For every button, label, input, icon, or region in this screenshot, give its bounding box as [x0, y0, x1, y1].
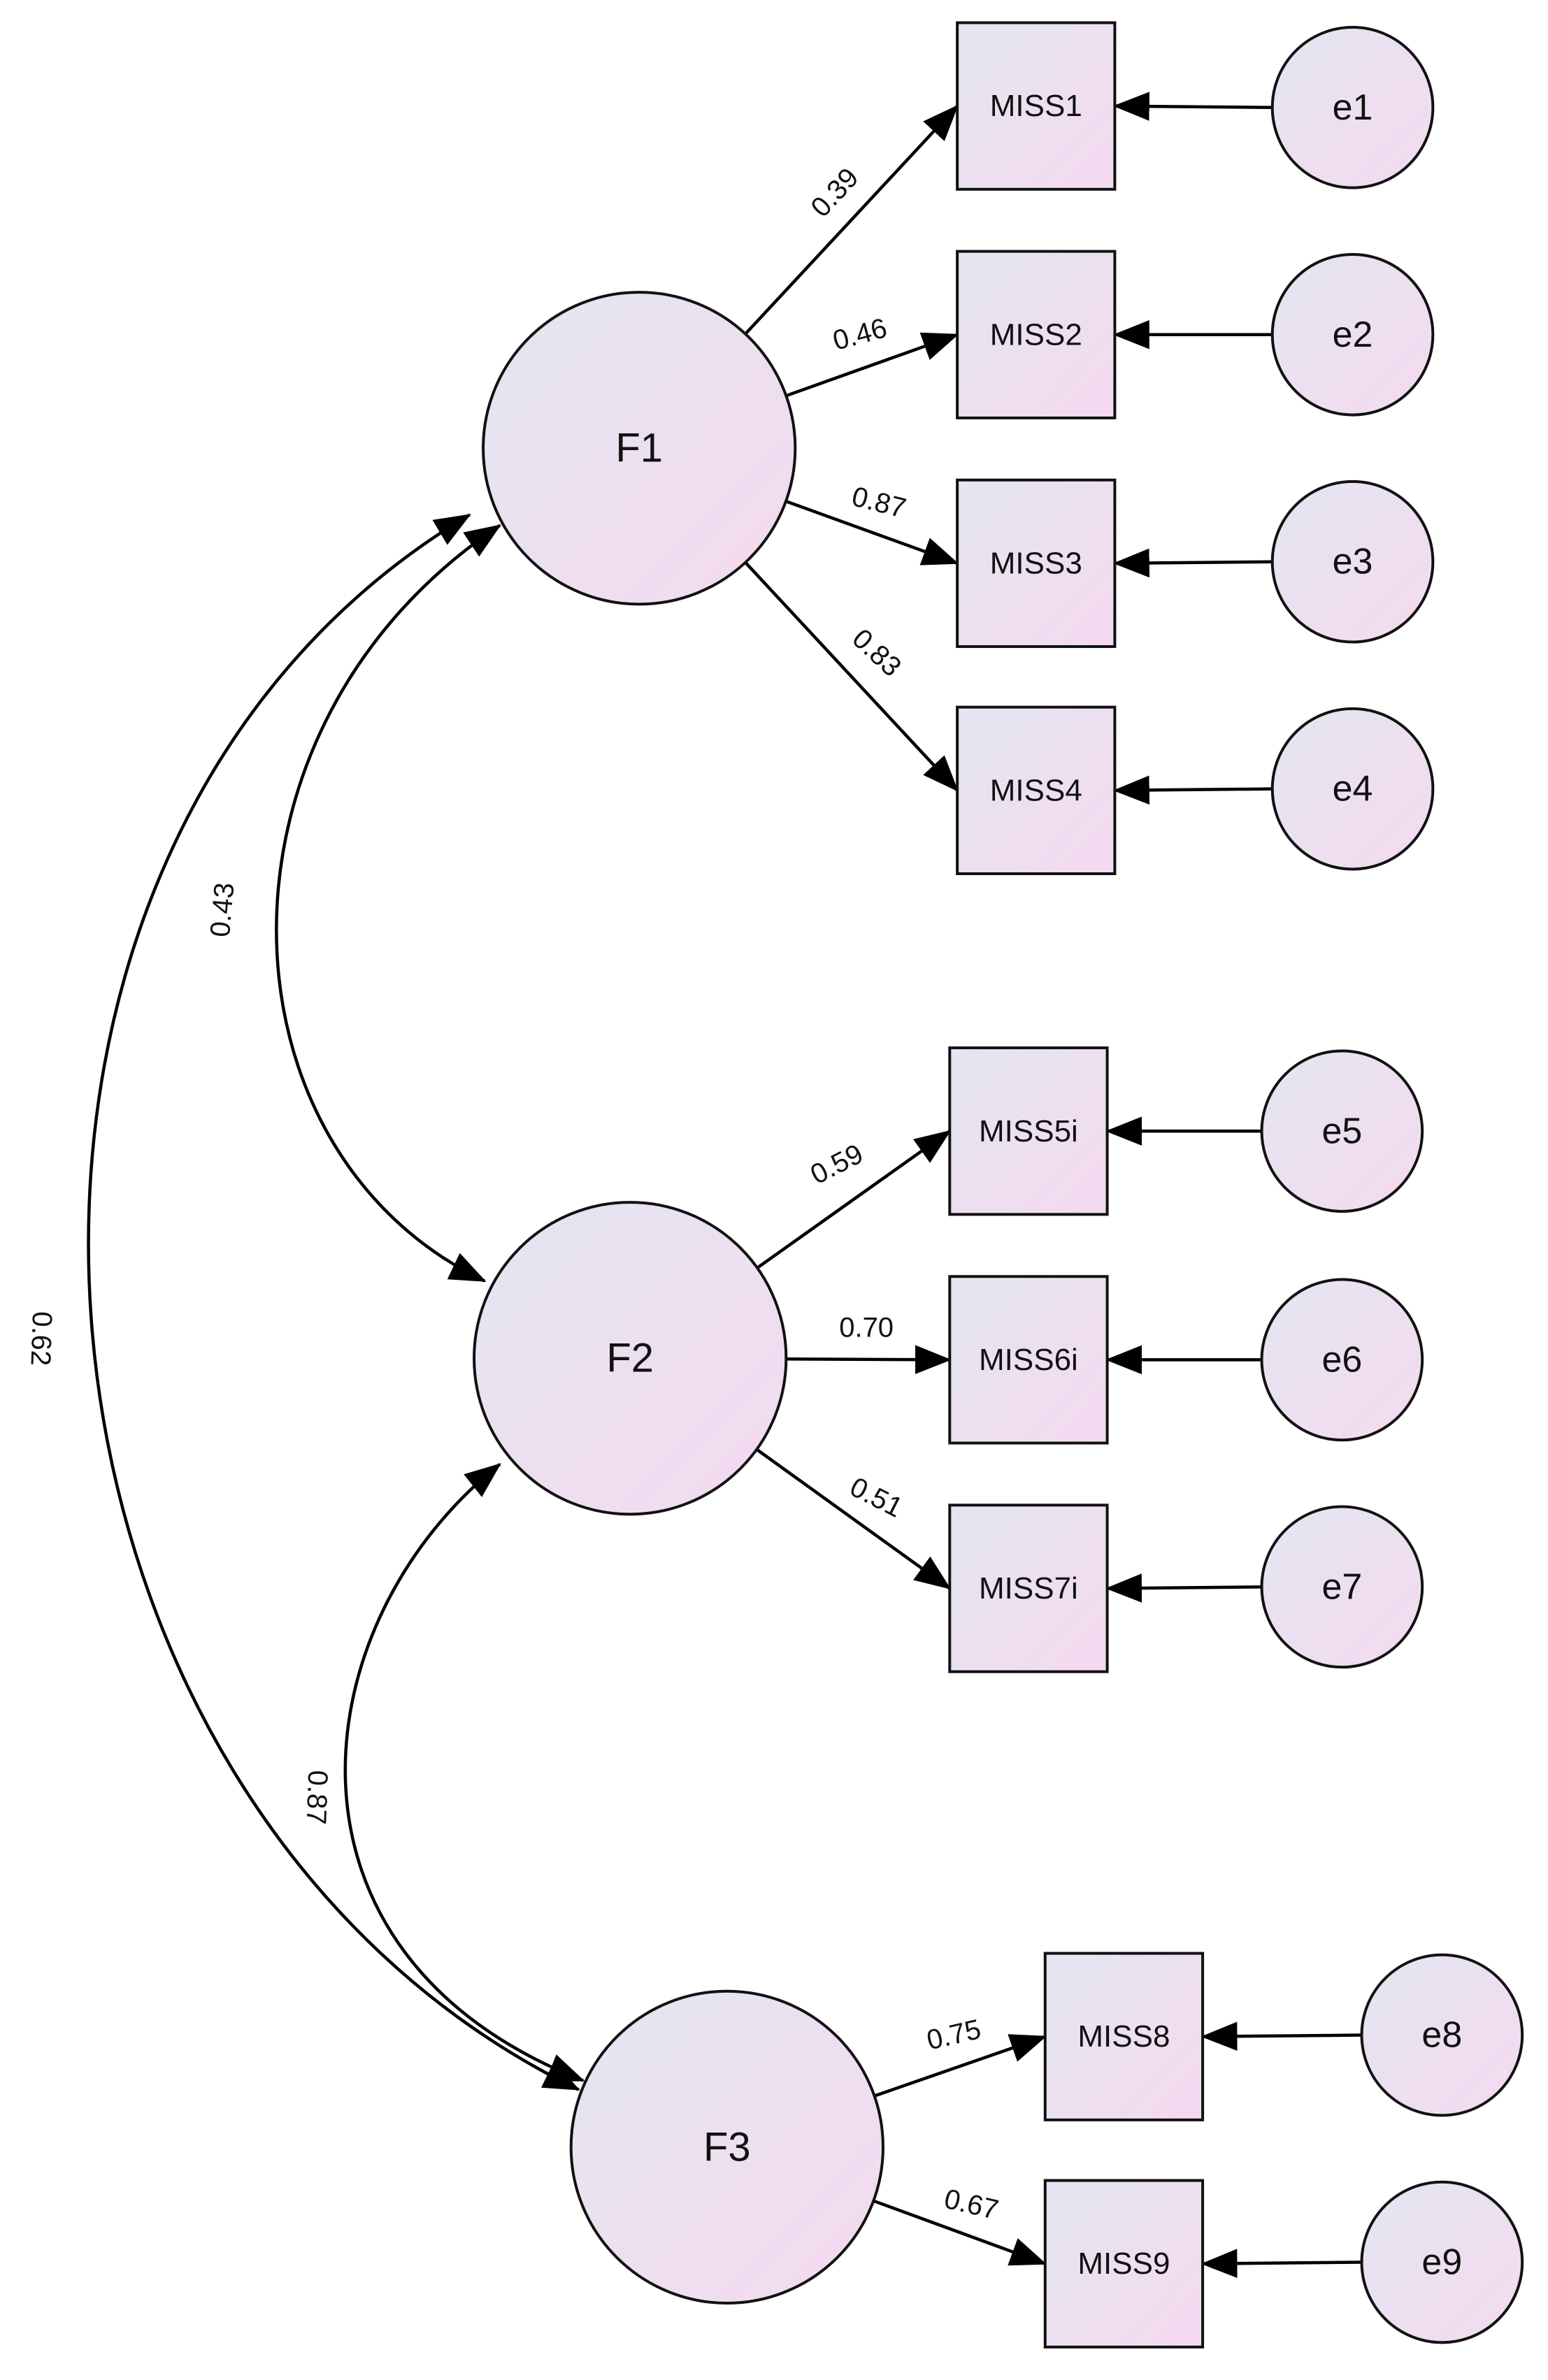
loading-arrow-miss4 — [744, 561, 959, 792]
loading-arrow-miss8 — [873, 2034, 1047, 2098]
error-arrow-e7 — [1105, 1573, 1262, 1603]
indicator-label: MISS9 — [1077, 2246, 1170, 2281]
error-node-e9: e9 — [1360, 2180, 1524, 2344]
loading-arrow-miss6i — [786, 1345, 952, 1374]
indicator-box — [1043, 1952, 1205, 2121]
correlation-label-f1-f3: 0.62 — [24, 1311, 57, 1366]
indicator-node-miss9: MISS9 — [1043, 2179, 1205, 2349]
error-node-e1: e1 — [1270, 25, 1435, 189]
error-node-e8: e8 — [1360, 1953, 1524, 2117]
indicator-label: MISS1 — [990, 89, 1082, 123]
loading-label-miss8: 0.75 — [924, 2014, 984, 2056]
indicator-node-miss3: MISS3 — [956, 478, 1117, 649]
indicator-node-miss4: MISS4 — [956, 705, 1117, 875]
factor-circle — [482, 291, 797, 606]
error-arrow-e3 — [1112, 548, 1273, 578]
error-label: e5 — [1321, 1111, 1362, 1151]
error-circle — [1260, 1049, 1424, 1213]
loading-label-miss9: 0.67 — [941, 2184, 1001, 2226]
correlation-arrow-f1-f2 — [275, 524, 502, 1283]
indicator-node-miss8: MISS8 — [1043, 1952, 1205, 2121]
indicator-box — [948, 1503, 1109, 1673]
error-node-e6: e6 — [1260, 1278, 1424, 1442]
indicator-box — [956, 250, 1117, 419]
indicator-node-miss1: MISS1 — [956, 21, 1117, 191]
factor-label: F1 — [615, 426, 663, 471]
indicator-label: MISS4 — [990, 773, 1082, 807]
error-label: e6 — [1321, 1339, 1362, 1380]
correlation-label-f2-f3: 0.87 — [301, 1770, 334, 1825]
loading-arrow-miss7i — [755, 1448, 952, 1590]
factor-circle — [473, 1201, 788, 1516]
loading-label-miss3: 0.87 — [849, 481, 909, 524]
error-label: e3 — [1333, 542, 1373, 582]
error-circle — [1260, 1278, 1424, 1442]
error-circle — [1270, 252, 1435, 417]
factor-node-f2: F2 — [473, 1201, 788, 1516]
indicator-label: MISS7i — [979, 1571, 1078, 1606]
error-arrow-e1 — [1112, 92, 1273, 121]
indicator-box — [956, 478, 1117, 649]
indicator-box — [1043, 2179, 1205, 2349]
loading-arrow-miss1 — [744, 104, 959, 336]
loading-label-miss2: 0.46 — [830, 312, 891, 356]
indicator-box — [948, 1275, 1109, 1445]
indicator-box — [948, 1046, 1109, 1216]
error-circle — [1270, 479, 1435, 644]
error-label: e4 — [1333, 769, 1373, 809]
indicator-node-miss7i: MISS7i — [948, 1503, 1109, 1673]
indicator-box — [956, 705, 1117, 875]
loading-label-miss4: 0.83 — [846, 623, 907, 682]
error-circle — [1260, 1505, 1424, 1669]
factor-node-f1: F1 — [482, 291, 797, 606]
factor-node-f3: F3 — [569, 1989, 884, 2305]
loading-arrow-miss2 — [785, 332, 959, 398]
indicator-label: MISS3 — [990, 546, 1082, 580]
error-circle — [1360, 1953, 1524, 2117]
error-node-e4: e4 — [1270, 707, 1435, 871]
indicator-node-miss2: MISS2 — [956, 250, 1117, 419]
error-arrow-e8 — [1201, 2021, 1362, 2051]
indicator-box — [956, 21, 1117, 191]
loading-label-miss6i: 0.70 — [839, 1313, 894, 1343]
error-circle — [1270, 707, 1435, 871]
error-label: e1 — [1333, 87, 1373, 128]
correlation-arrow-f1-f3 — [87, 513, 580, 2091]
indicator-label: MISS6i — [979, 1343, 1078, 1377]
indicator-node-miss6i: MISS6i — [948, 1275, 1109, 1445]
edges-layer — [87, 92, 1362, 2279]
error-node-e3: e3 — [1270, 479, 1435, 644]
indicator-label: MISS8 — [1077, 2019, 1170, 2054]
error-circle — [1360, 2180, 1524, 2344]
error-node-e5: e5 — [1260, 1049, 1424, 1213]
error-label: e7 — [1321, 1566, 1362, 1607]
labels-layer: 0.390.460.870.830.590.700.510.750.670.43… — [24, 162, 1001, 2226]
error-circle — [1270, 25, 1435, 189]
error-label: e2 — [1333, 315, 1373, 355]
indicator-label: MISS5i — [979, 1114, 1078, 1148]
factor-circle — [569, 1989, 884, 2305]
indicator-node-miss5i: MISS5i — [948, 1046, 1109, 1216]
loading-label-miss5i: 0.59 — [805, 1139, 868, 1191]
loading-label-miss7i: 0.51 — [845, 1471, 908, 1524]
correlation-arrow-f2-f3 — [343, 1463, 585, 2082]
factor-label: F2 — [606, 1336, 654, 1381]
error-label: e8 — [1421, 2015, 1462, 2056]
factor-label: F3 — [703, 2124, 751, 2170]
correlation-label-f1-f2: 0.43 — [205, 881, 241, 938]
error-node-e7: e7 — [1260, 1505, 1424, 1669]
error-arrow-e9 — [1201, 2249, 1362, 2279]
loading-arrow-miss5i — [756, 1130, 952, 1269]
loading-arrow-miss9 — [873, 2199, 1047, 2266]
error-arrow-e4 — [1112, 775, 1273, 805]
error-label: e9 — [1421, 2242, 1462, 2283]
error-node-e2: e2 — [1270, 252, 1435, 417]
indicator-label: MISS2 — [990, 317, 1082, 352]
loading-arrow-miss3 — [785, 500, 959, 565]
